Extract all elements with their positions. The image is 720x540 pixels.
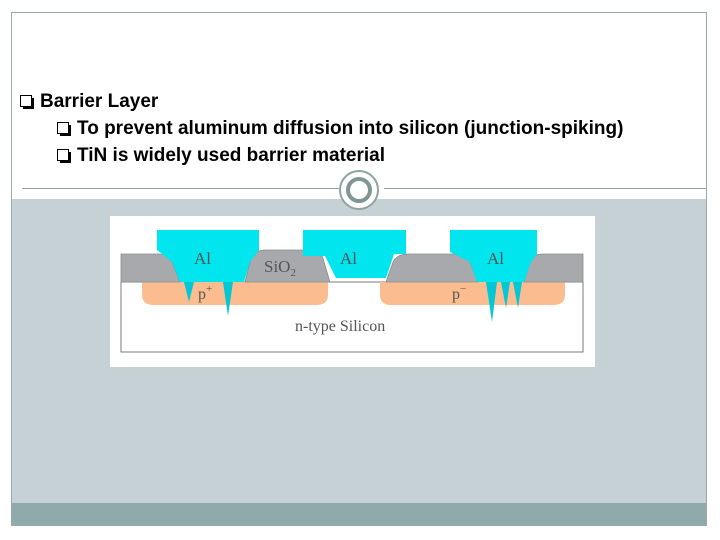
junction-spike (513, 282, 522, 308)
divider-ornament-inner (346, 177, 372, 203)
bullet-text: Barrier Layer (40, 91, 159, 112)
aluminum-contact-right (450, 230, 537, 282)
junction-spike (501, 282, 510, 308)
label-sio2-subscript: 2 (290, 267, 296, 279)
bullet-barrier-layer: Barrier Layer (20, 91, 158, 113)
aluminum-contact-left (157, 230, 259, 282)
bullet-text: To prevent aluminum diffusion into silic… (77, 118, 624, 139)
bullet-text: TiN is widely used barrier material (77, 145, 385, 166)
checkbox-bullet-icon (57, 149, 71, 163)
checkbox-bullet-icon (57, 122, 71, 136)
junction-spike (223, 282, 233, 316)
junction-spike (184, 282, 194, 302)
label-p-minus: p− (452, 283, 466, 303)
label-sio2-base: SiO (264, 257, 290, 276)
bullet-tin-material: TiN is widely used barrier material (57, 145, 385, 167)
p-plus-region (142, 282, 328, 305)
label-al-middle: Al (340, 249, 357, 268)
divider-line-left (22, 188, 339, 189)
label-substrate: n-type Silicon (295, 318, 385, 335)
label-p-plus-superscript: + (206, 283, 212, 295)
checkbox-bullet-icon (20, 95, 34, 109)
aluminum-contact-middle (303, 230, 406, 278)
label-p-minus-base: p (452, 286, 460, 303)
bullet-prevent-diffusion: To prevent aluminum diffusion into silic… (57, 118, 623, 140)
divider-line-right (384, 188, 706, 189)
footer-bar (12, 503, 706, 525)
p-minus-region (380, 282, 565, 305)
label-p-minus-superscript: − (460, 283, 466, 295)
label-al-left: Al (194, 249, 211, 268)
label-p-plus: p+ (198, 283, 212, 303)
label-sio2: SiO2 (264, 257, 296, 279)
junction-spiking-diagram: Al Al Al SiO2 p+ p− n-type Silicon (110, 216, 595, 367)
label-al-right: Al (487, 249, 504, 268)
cross-section-svg: Al Al Al SiO2 p+ p− n-type Silicon (120, 230, 584, 353)
label-p-plus-base: p (198, 286, 206, 303)
divider-ornament-icon (339, 170, 379, 210)
junction-spike (486, 282, 497, 322)
